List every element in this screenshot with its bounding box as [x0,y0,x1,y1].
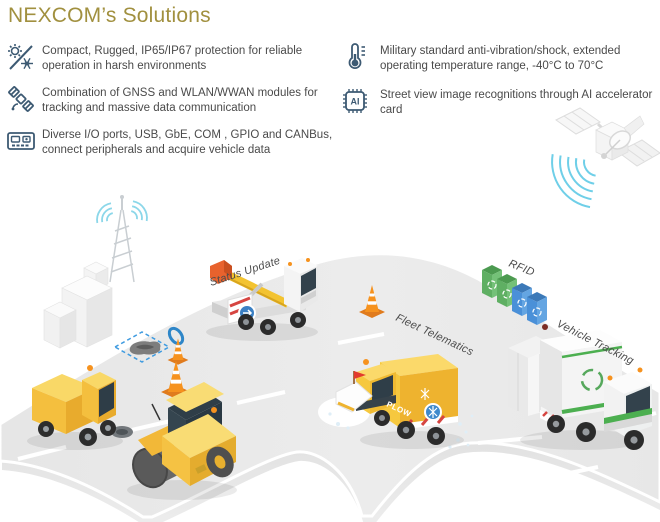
recycle-logo [580,368,604,392]
buildings [43,261,113,349]
crane-truck-windshield [301,268,316,296]
ai-chip-icon: AI [343,89,367,113]
snowflake-decal [420,388,430,400]
feature-text-io: Diverse I/O ports, USB, GbE, COM , GPIO … [42,129,333,156]
harsh-environment-icon [8,44,33,70]
ai-chip-label: AI [351,97,360,107]
traffic-cone-small [167,338,189,365]
thermometer-icon [348,43,365,69]
snow-plow-truck: PLOW [318,354,474,449]
crane-truck [206,258,318,341]
recycle-bins [482,265,548,330]
garbage-truck [508,330,652,450]
street-sweeper [27,365,133,450]
gnss-satellite-icon [8,86,34,112]
traffic-cone-mid [359,285,385,318]
tower-signal-waves-icon [96,200,148,224]
satellite-signal-waves-icon [551,154,596,209]
satellite [551,107,660,209]
sweeper-windshield [99,382,114,417]
io-ports-icon [7,132,35,150]
plow-blade [335,371,373,413]
plow-flag [354,371,366,379]
page-title: NEXCOM’s Solutions [8,4,211,27]
beacon-ring-icon [167,326,185,346]
cell-tower [96,195,148,283]
feature-text-ai: Street view image recognitions through A… [380,89,653,116]
feature-text-harsh: Compact, Rugged, IP65/IP67 protection fo… [42,45,303,72]
feature-text-military: Military standard anti-vibration/shock, … [380,45,621,72]
pothole-marker [113,326,185,363]
feature-text-gnss: Combination of GNSS and WLAN/WWAN module… [42,87,318,114]
road-roller [127,382,237,500]
label-rfid: RFID [507,258,536,279]
